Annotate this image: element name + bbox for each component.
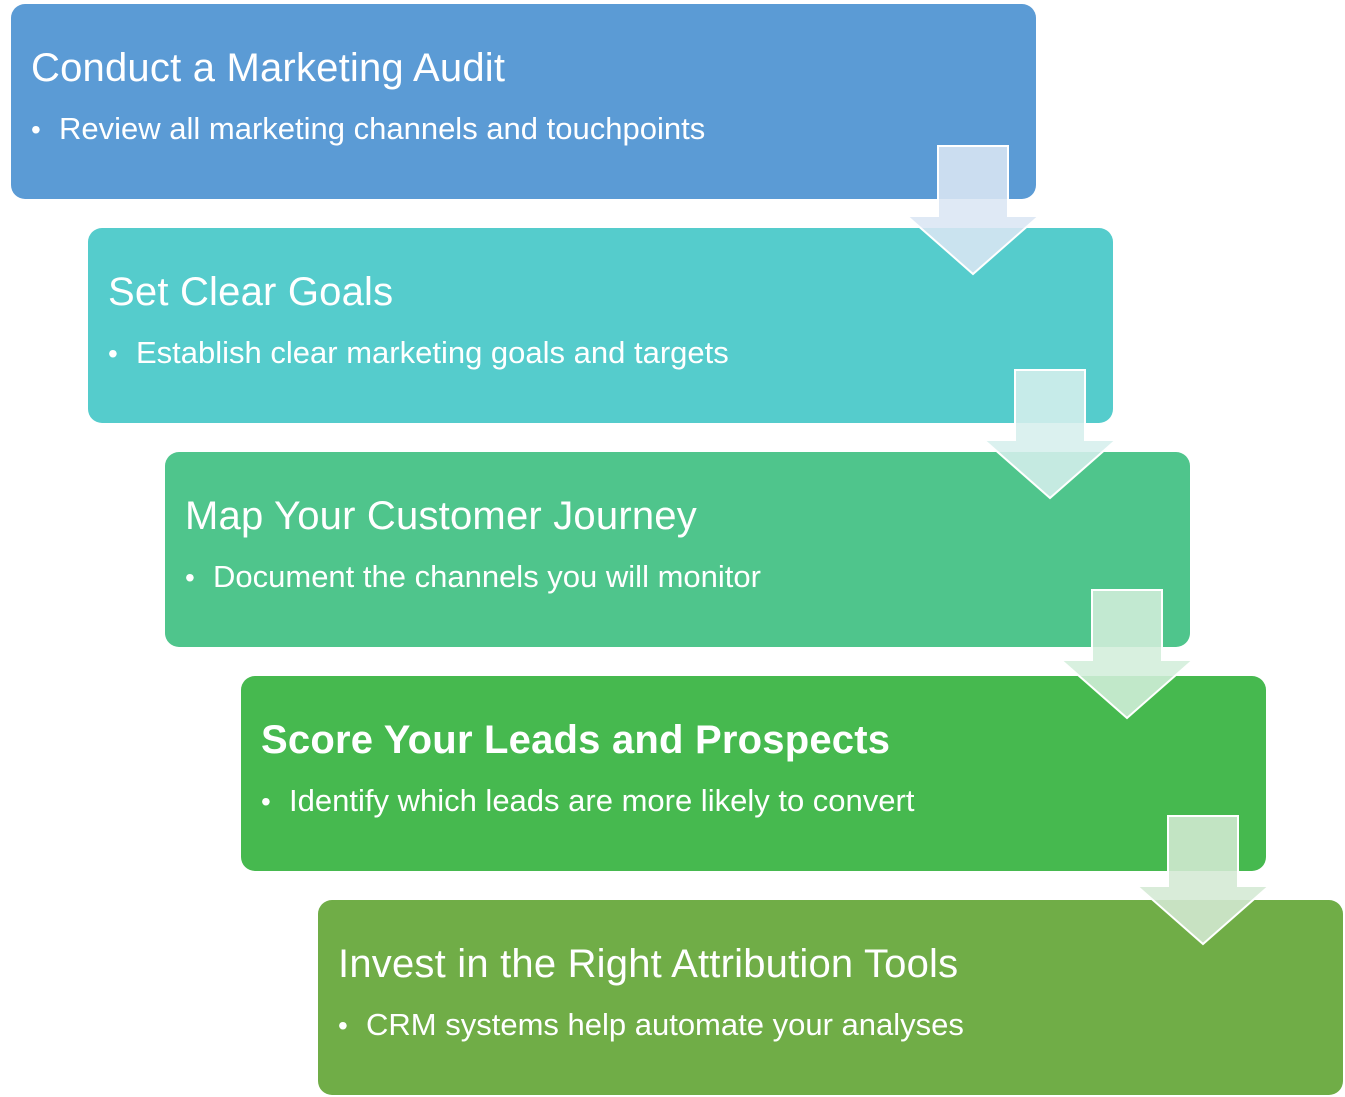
down-arrow-icon (1059, 589, 1195, 720)
step-title: Invest in the Right Attribution Tools (338, 942, 959, 986)
step-bullet-text: Establish clear marketing goals and targ… (136, 335, 729, 370)
step-bullet-text: Document the channels you will monitor (213, 559, 761, 594)
bullet-dot: • (261, 786, 271, 817)
step-box-3: Map Your Customer Journey • Document the… (165, 452, 1190, 647)
step-bullet: • Document the channels you will monitor (185, 558, 1170, 597)
bullet-dot: • (338, 1010, 348, 1041)
step-box-2: Set Clear Goals • Establish clear market… (88, 228, 1113, 423)
down-arrow-icon (905, 145, 1041, 276)
step-bullet-text: CRM systems help automate your analyses (366, 1007, 964, 1042)
step-bullet: • Establish clear marketing goals and ta… (108, 334, 1093, 373)
down-arrow-icon (1135, 815, 1271, 946)
step-title: Score Your Leads and Prospects (261, 718, 891, 762)
step-bullet: • Identify which leads are more likely t… (261, 782, 1246, 821)
step-box-5: Invest in the Right Attribution Tools • … (318, 900, 1343, 1095)
step-bullet-text: Review all marketing channels and touchp… (59, 111, 706, 146)
step-title: Conduct a Marketing Audit (31, 46, 506, 90)
bullet-dot: • (108, 338, 118, 369)
step-box-4: Score Your Leads and Prospects • Identif… (241, 676, 1266, 871)
step-box-1: Conduct a Marketing Audit • Review all m… (11, 4, 1036, 199)
bullet-dot: • (31, 114, 41, 145)
step-title: Set Clear Goals (108, 270, 394, 314)
step-bullet: • CRM systems help automate your analyse… (338, 1006, 1323, 1045)
bullet-dot: • (185, 562, 195, 593)
step-bullet-text: Identify which leads are more likely to … (289, 783, 915, 818)
down-arrow-icon (982, 369, 1118, 500)
step-bullet: • Review all marketing channels and touc… (31, 110, 1016, 149)
step-title: Map Your Customer Journey (185, 494, 697, 538)
